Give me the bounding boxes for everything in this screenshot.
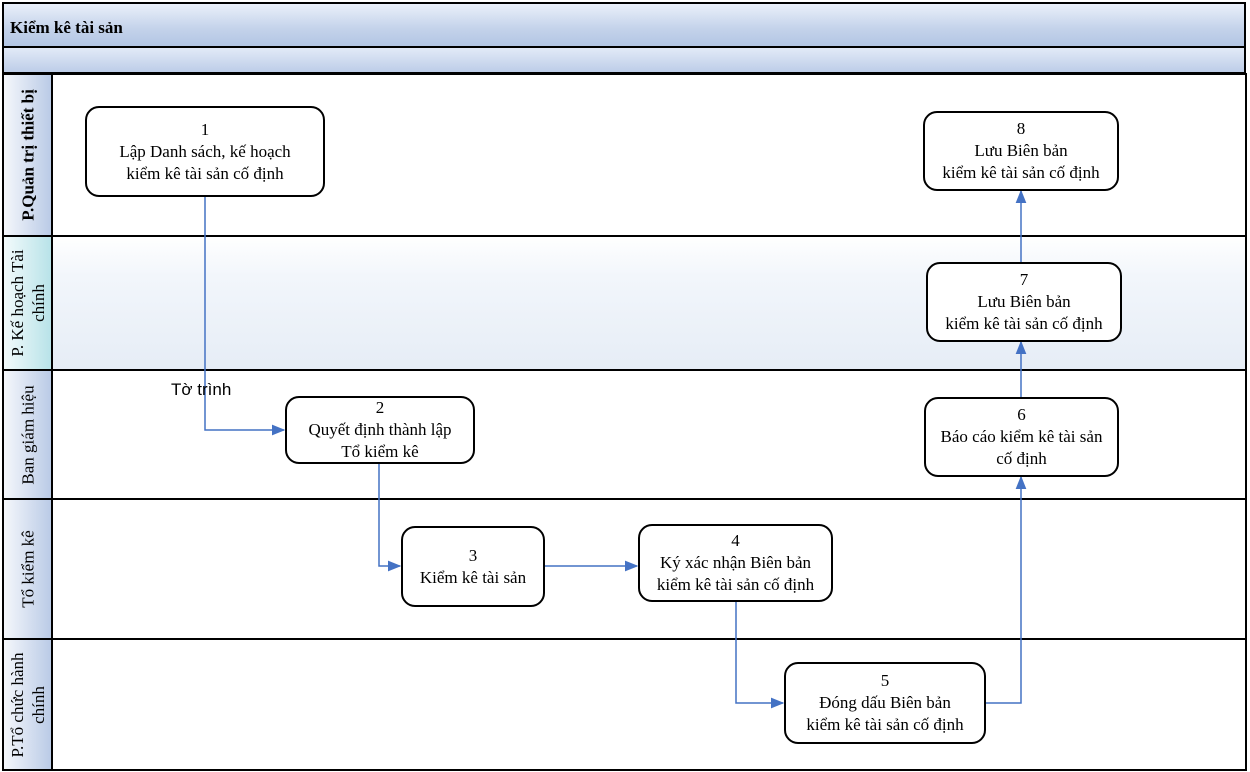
- step-text-line: Ký xác nhận Biên bản: [659, 553, 812, 572]
- lane-label-line: P.Tổ chức hành: [7, 651, 27, 758]
- step-text-line: kiểm kê tài sản cố định: [945, 314, 1103, 333]
- step-number: 6: [1017, 405, 1026, 424]
- lane-label-line: Tổ kiểm kê: [18, 530, 37, 608]
- step-text-line: Lưu Biên bản: [977, 292, 1071, 311]
- process-step-8[interactable]: 8 Lưu Biên bản kiểm kê tài sản cố định: [923, 111, 1119, 191]
- process-step-2[interactable]: 2 Quyết định thành lập Tổ kiểm kê: [285, 396, 475, 464]
- process-step-6[interactable]: 6 Báo cáo kiểm kê tài sản cố định: [924, 397, 1119, 477]
- step-text-line: kiểm kê tài sản cố định: [806, 715, 964, 734]
- lane-label-bg-5: [3, 639, 52, 770]
- lane-label-ke-hoach-tai-chinh: P. Kế hoạch Tài chính: [3, 236, 52, 370]
- step-text-line: Lập Danh sách, kế hoạch: [119, 141, 291, 161]
- step-text-line: Lưu Biên bản: [974, 141, 1068, 160]
- title-bar: Kiểm kê tài sản: [2, 2, 1246, 48]
- step-number: 8: [1016, 119, 1026, 138]
- step-text-line: Báo cáo kiểm kê tài sản: [940, 427, 1103, 446]
- step-number: 3: [468, 545, 478, 565]
- step-number: 4: [731, 531, 740, 550]
- process-step-1[interactable]: 1 Lập Danh sách, kế hoạch kiểm kê tài sả…: [85, 106, 325, 197]
- lane-label-line: P.Quản trị thiết bị: [18, 89, 37, 221]
- lane-label-bg-2: [3, 236, 52, 370]
- connector-1-to-2: [204, 197, 286, 436]
- connector-2-to-3: [378, 464, 402, 572]
- step-text-line: cố định: [996, 449, 1047, 468]
- lane-label-ban-giam-hieu: Ban giám hiệu: [3, 370, 52, 499]
- lane-bg-5: [52, 639, 1246, 770]
- step-number: 5: [880, 671, 890, 690]
- process-step-7[interactable]: 7 Lưu Biên bản kiểm kê tài sản cố định: [926, 262, 1122, 342]
- step-text-line: Tổ kiểm kê: [341, 442, 419, 461]
- step-text-line: kiểm kê tài sản cố định: [656, 575, 815, 594]
- step-text-line: kiểm kê tài sản cố định: [126, 163, 284, 183]
- process-step-3[interactable]: 3 Kiểm kê tài sản: [401, 526, 545, 607]
- diagram-title: Kiểm kê tài sản: [10, 18, 123, 37]
- step-text-line: Quyết định thành lập: [308, 420, 452, 439]
- lane-label-line: chính: [28, 284, 48, 322]
- lane-label-bg-1: [3, 74, 52, 236]
- lane-label-quan-tri-thiet-bi: P.Quản trị thiết bị: [3, 74, 52, 236]
- header-strip: [2, 48, 1246, 74]
- connector-5-to-6: [985, 475, 1027, 704]
- lane-borders: [2, 73, 1247, 771]
- lane-label-to-chuc-hanh-chinh: P.Tổ chức hành chính: [3, 639, 52, 770]
- lane-label-line: chính: [28, 685, 48, 724]
- process-step-4[interactable]: 4 Ký xác nhận Biên bản kiểm kê tài sản c…: [638, 524, 833, 602]
- lane-label-to-kiem-ke: Tổ kiểm kê: [3, 499, 52, 639]
- step-text-line: Đóng dấu Biên bản: [819, 693, 951, 712]
- connector-4-to-5: [735, 602, 785, 709]
- step-text-line: kiểm kê tài sản cố định: [942, 163, 1100, 182]
- step-number: 2: [375, 398, 385, 417]
- step-number: 1: [200, 119, 210, 139]
- process-step-5[interactable]: 5 Đóng dấu Biên bản kiểm kê tài sản cố đ…: [784, 662, 986, 744]
- step-text-line: Kiểm kê tài sản: [419, 567, 527, 587]
- lane-label-line: P. Kế hoạch Tài: [7, 249, 27, 357]
- lane-label-line: Ban giám hiệu: [18, 384, 37, 485]
- lane-label-bg-4: [3, 499, 52, 639]
- edge-label-to-trinh: Tờ trình: [171, 380, 232, 399]
- step-number: 7: [1019, 270, 1029, 289]
- lane-label-bg-3: [3, 370, 52, 499]
